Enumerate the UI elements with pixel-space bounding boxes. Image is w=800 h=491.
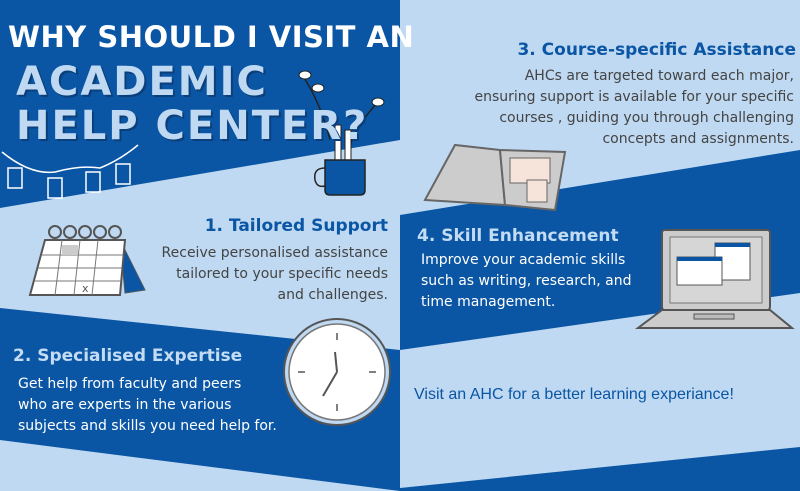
section-4-heading: 4. Skill Enhancement <box>417 226 619 246</box>
section-1-heading: 1. Tailored Support <box>204 216 388 236</box>
body-line: subjects and skills you need help for. <box>18 418 277 434</box>
body-line: such as writing, research, and <box>421 273 632 289</box>
title-line-2: ACADEMIC <box>16 59 268 105</box>
body-line: Receive personalised assistance <box>161 245 388 261</box>
body-line: tailored to your specific needs <box>176 266 388 282</box>
body-line: courses , guiding you through challengin… <box>499 110 794 126</box>
section-3-heading: 3. Course-specific Assistance <box>517 40 796 60</box>
photo-garland-icon <box>1 144 139 199</box>
pen-mug-icon <box>298 70 385 196</box>
bg-dark-top-left <box>0 0 400 208</box>
section-2-body: Get help from faculty and peers who are … <box>18 374 277 437</box>
body-line: Improve your academic skills <box>421 252 626 268</box>
section-1-body: Receive personalised assistance tailored… <box>162 243 388 306</box>
body-line: and challenges. <box>277 287 388 303</box>
clock-icon <box>283 318 391 426</box>
body-line: AHCs are targeted toward each major, <box>524 68 794 84</box>
open-book-icon <box>423 143 567 212</box>
title-line-3: HELP CENTER? <box>16 103 369 149</box>
svg-text:x: x <box>82 282 89 295</box>
title-line-1: WHY SHOULD I VISIT AN <box>8 20 415 54</box>
laptop-icon <box>635 229 795 329</box>
body-line: who are experts in the various <box>18 397 232 413</box>
section-3-body: AHCs are targeted toward each major, ens… <box>474 66 794 150</box>
body-line: time management. <box>421 294 556 310</box>
body-line: ensuring support is available for your s… <box>474 89 794 105</box>
title-main: ACADEMIC HELP CENTER? <box>16 60 368 148</box>
calendar-icon: x <box>28 225 146 296</box>
section-2-heading: 2. Specialised Expertise <box>13 346 243 366</box>
body-line: Get help from faculty and peers <box>18 376 242 392</box>
section-4-body: Improve your academic skills such as wri… <box>421 250 631 313</box>
body-line: concepts and assignments. <box>602 131 794 147</box>
call-to-action: Visit an AHC for a better learning exper… <box>414 386 734 403</box>
bg-dark-bottom-right <box>400 447 800 491</box>
